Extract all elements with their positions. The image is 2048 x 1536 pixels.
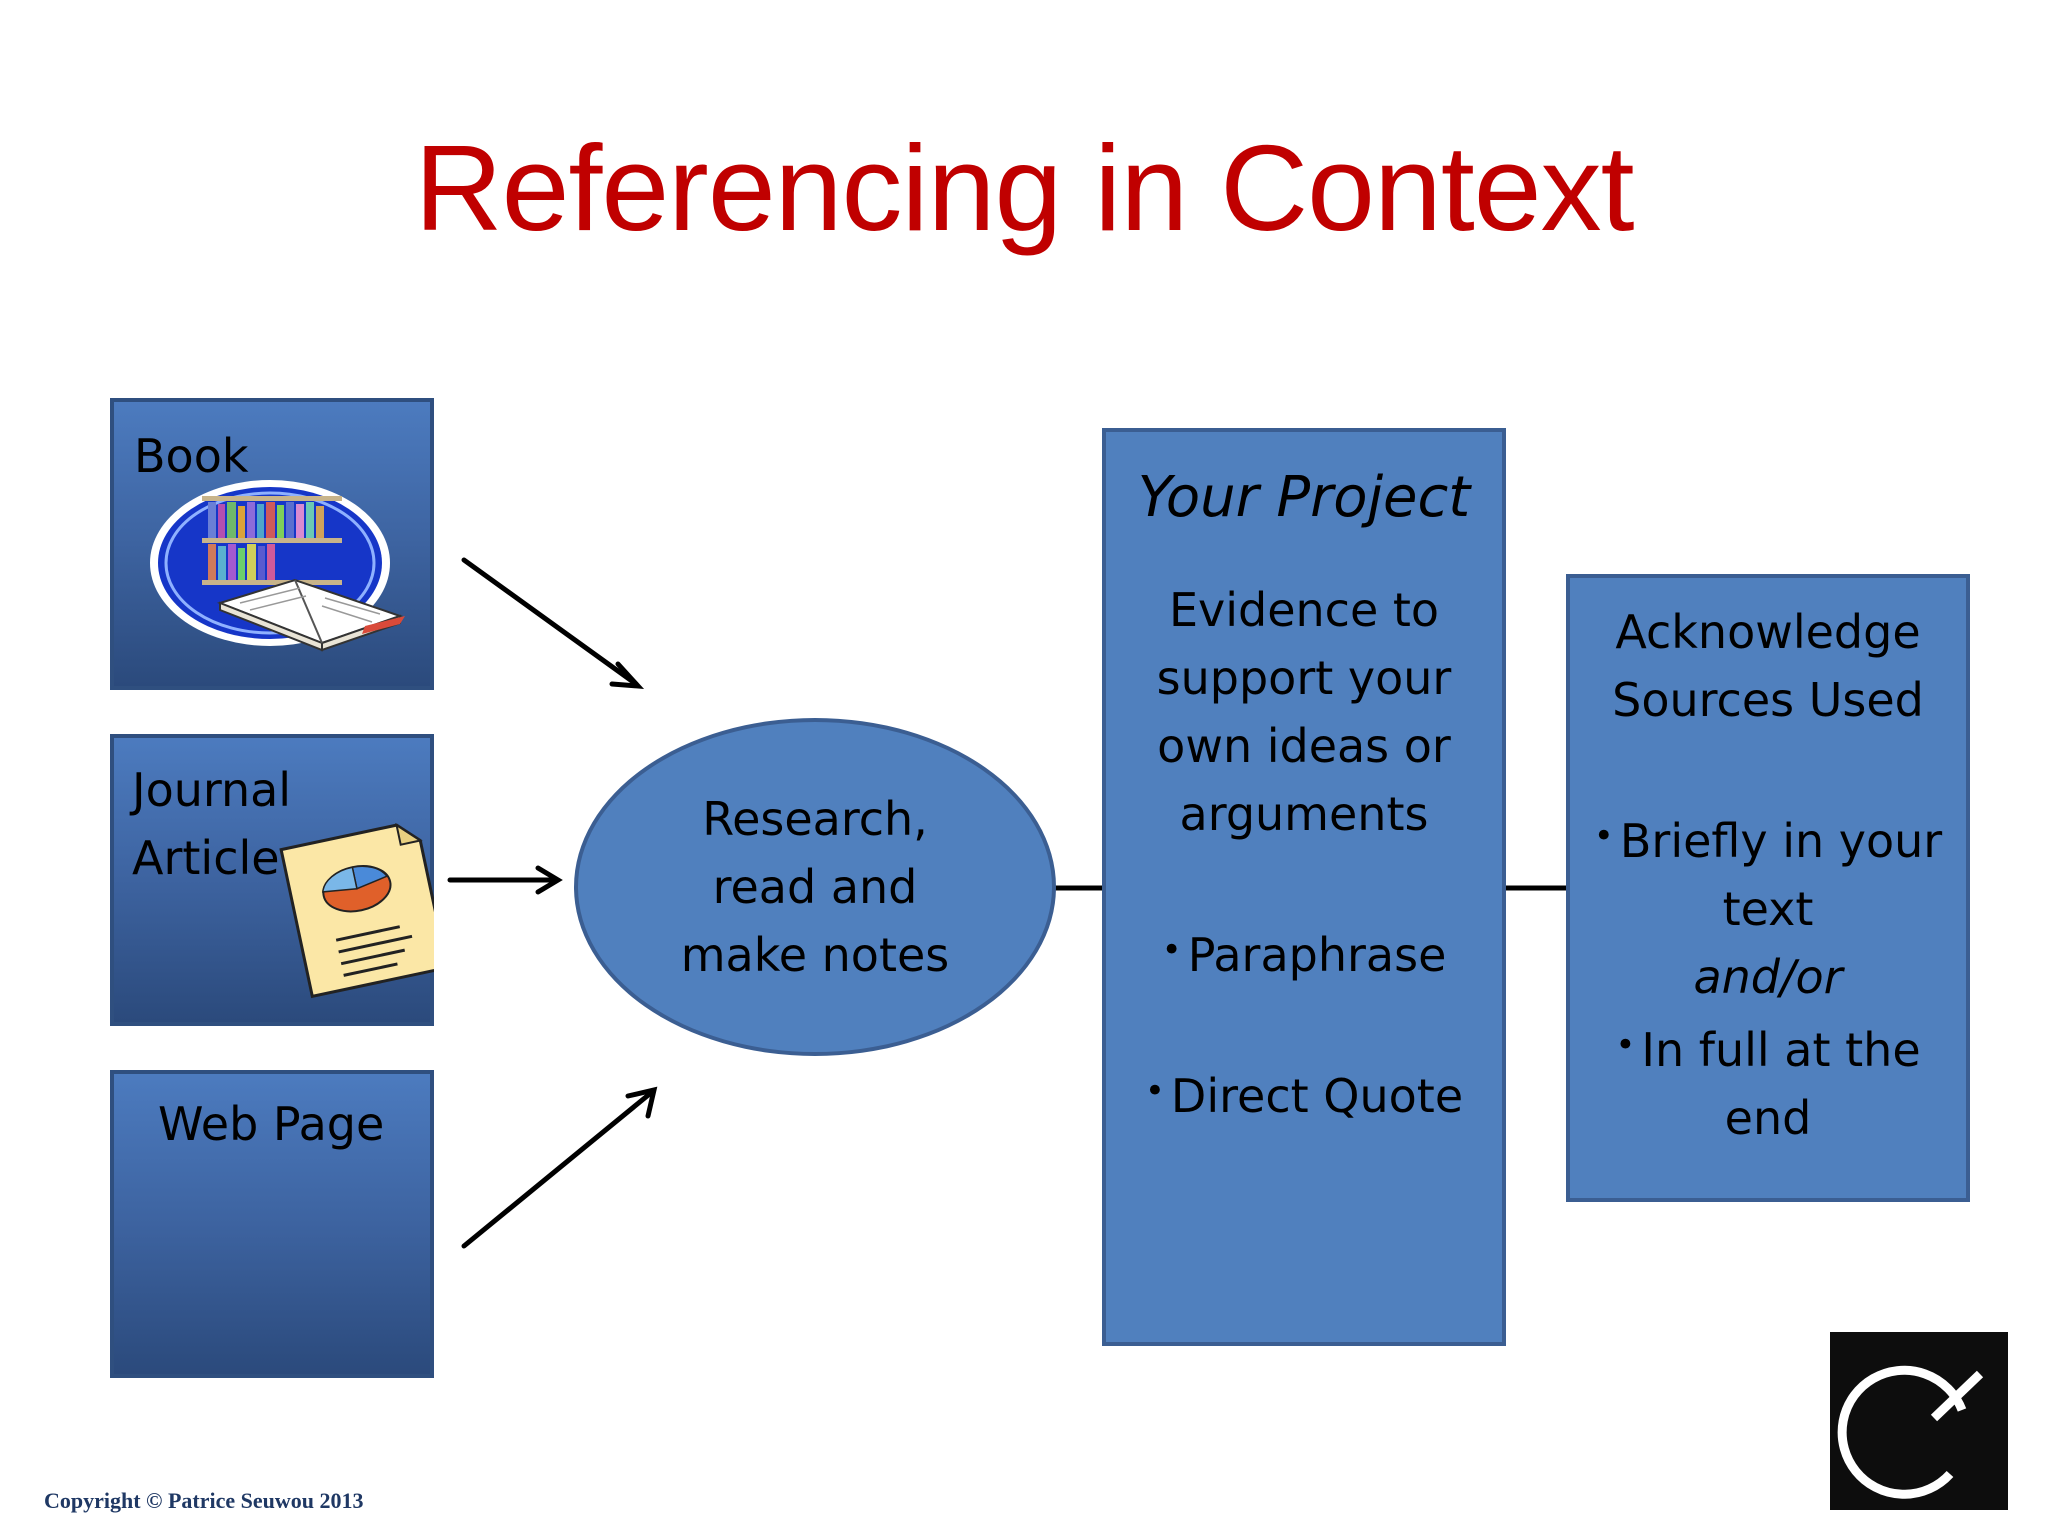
project-desc-line4: arguments <box>1179 787 1429 841</box>
research-line3: make notes <box>680 928 950 982</box>
arrow-web <box>461 1089 655 1249</box>
document-pie-chart-icon <box>279 822 434 999</box>
project-bullet-text: Direct Quote <box>1170 1069 1464 1123</box>
arrow-book <box>461 557 639 687</box>
acknowledge-box: Acknowledge Sources Used •Briefly in you… <box>1566 574 1970 1202</box>
research-ellipse: Research, read and make notes <box>574 718 1056 1056</box>
journal-label-line2: Article <box>132 831 280 885</box>
acknowledge-bullet1-line2: text <box>1722 882 1814 936</box>
project-desc-line2: support your <box>1156 651 1452 705</box>
library-books-icon <box>150 480 405 652</box>
book-label: Book <box>134 429 249 483</box>
web-page-box: Web Page <box>110 1070 434 1378</box>
project-bullet-paraphrase: •Paraphrase <box>1161 928 1447 982</box>
logo-icon <box>1830 1332 2008 1510</box>
acknowledge-bullet1-line1: •Briefly in your <box>1593 814 1943 868</box>
acknowledge-bullet2-line1: •In full at the <box>1615 1023 1921 1077</box>
book-box: Book <box>110 398 434 690</box>
arrow-book-head <box>609 661 645 689</box>
project-bullet-quote: •Direct Quote <box>1144 1069 1464 1123</box>
project-desc-line3: own ideas or <box>1157 719 1451 773</box>
acknowledge-title-line1: Acknowledge <box>1615 605 1921 659</box>
acknowledge-connector: and/or <box>1693 950 1843 1004</box>
copyright-text: Copyright © Patrice Seuwou 2013 <box>44 1488 364 1513</box>
journal-box: Journal Article <box>110 734 434 1026</box>
arrow-journal-head <box>535 865 563 895</box>
web-page-label: Web Page <box>158 1097 385 1151</box>
project-desc-line1: Evidence to <box>1168 583 1440 637</box>
arrow-web-head <box>625 1086 658 1119</box>
acknowledge-title-line2: Sources Used <box>1612 673 1924 727</box>
acknowledge-bullet2-line2: end <box>1724 1091 1812 1145</box>
slide-title: Referencing in Context <box>414 120 1634 256</box>
journal-label-line1: Journal <box>132 763 292 817</box>
research-line2: read and <box>712 860 918 914</box>
research-line1: Research, <box>702 792 928 846</box>
project-bullet-text: Paraphrase <box>1187 928 1447 982</box>
project-box: Your Project Evidence to support your ow… <box>1102 428 1506 1346</box>
project-title: Your Project <box>1137 465 1471 530</box>
